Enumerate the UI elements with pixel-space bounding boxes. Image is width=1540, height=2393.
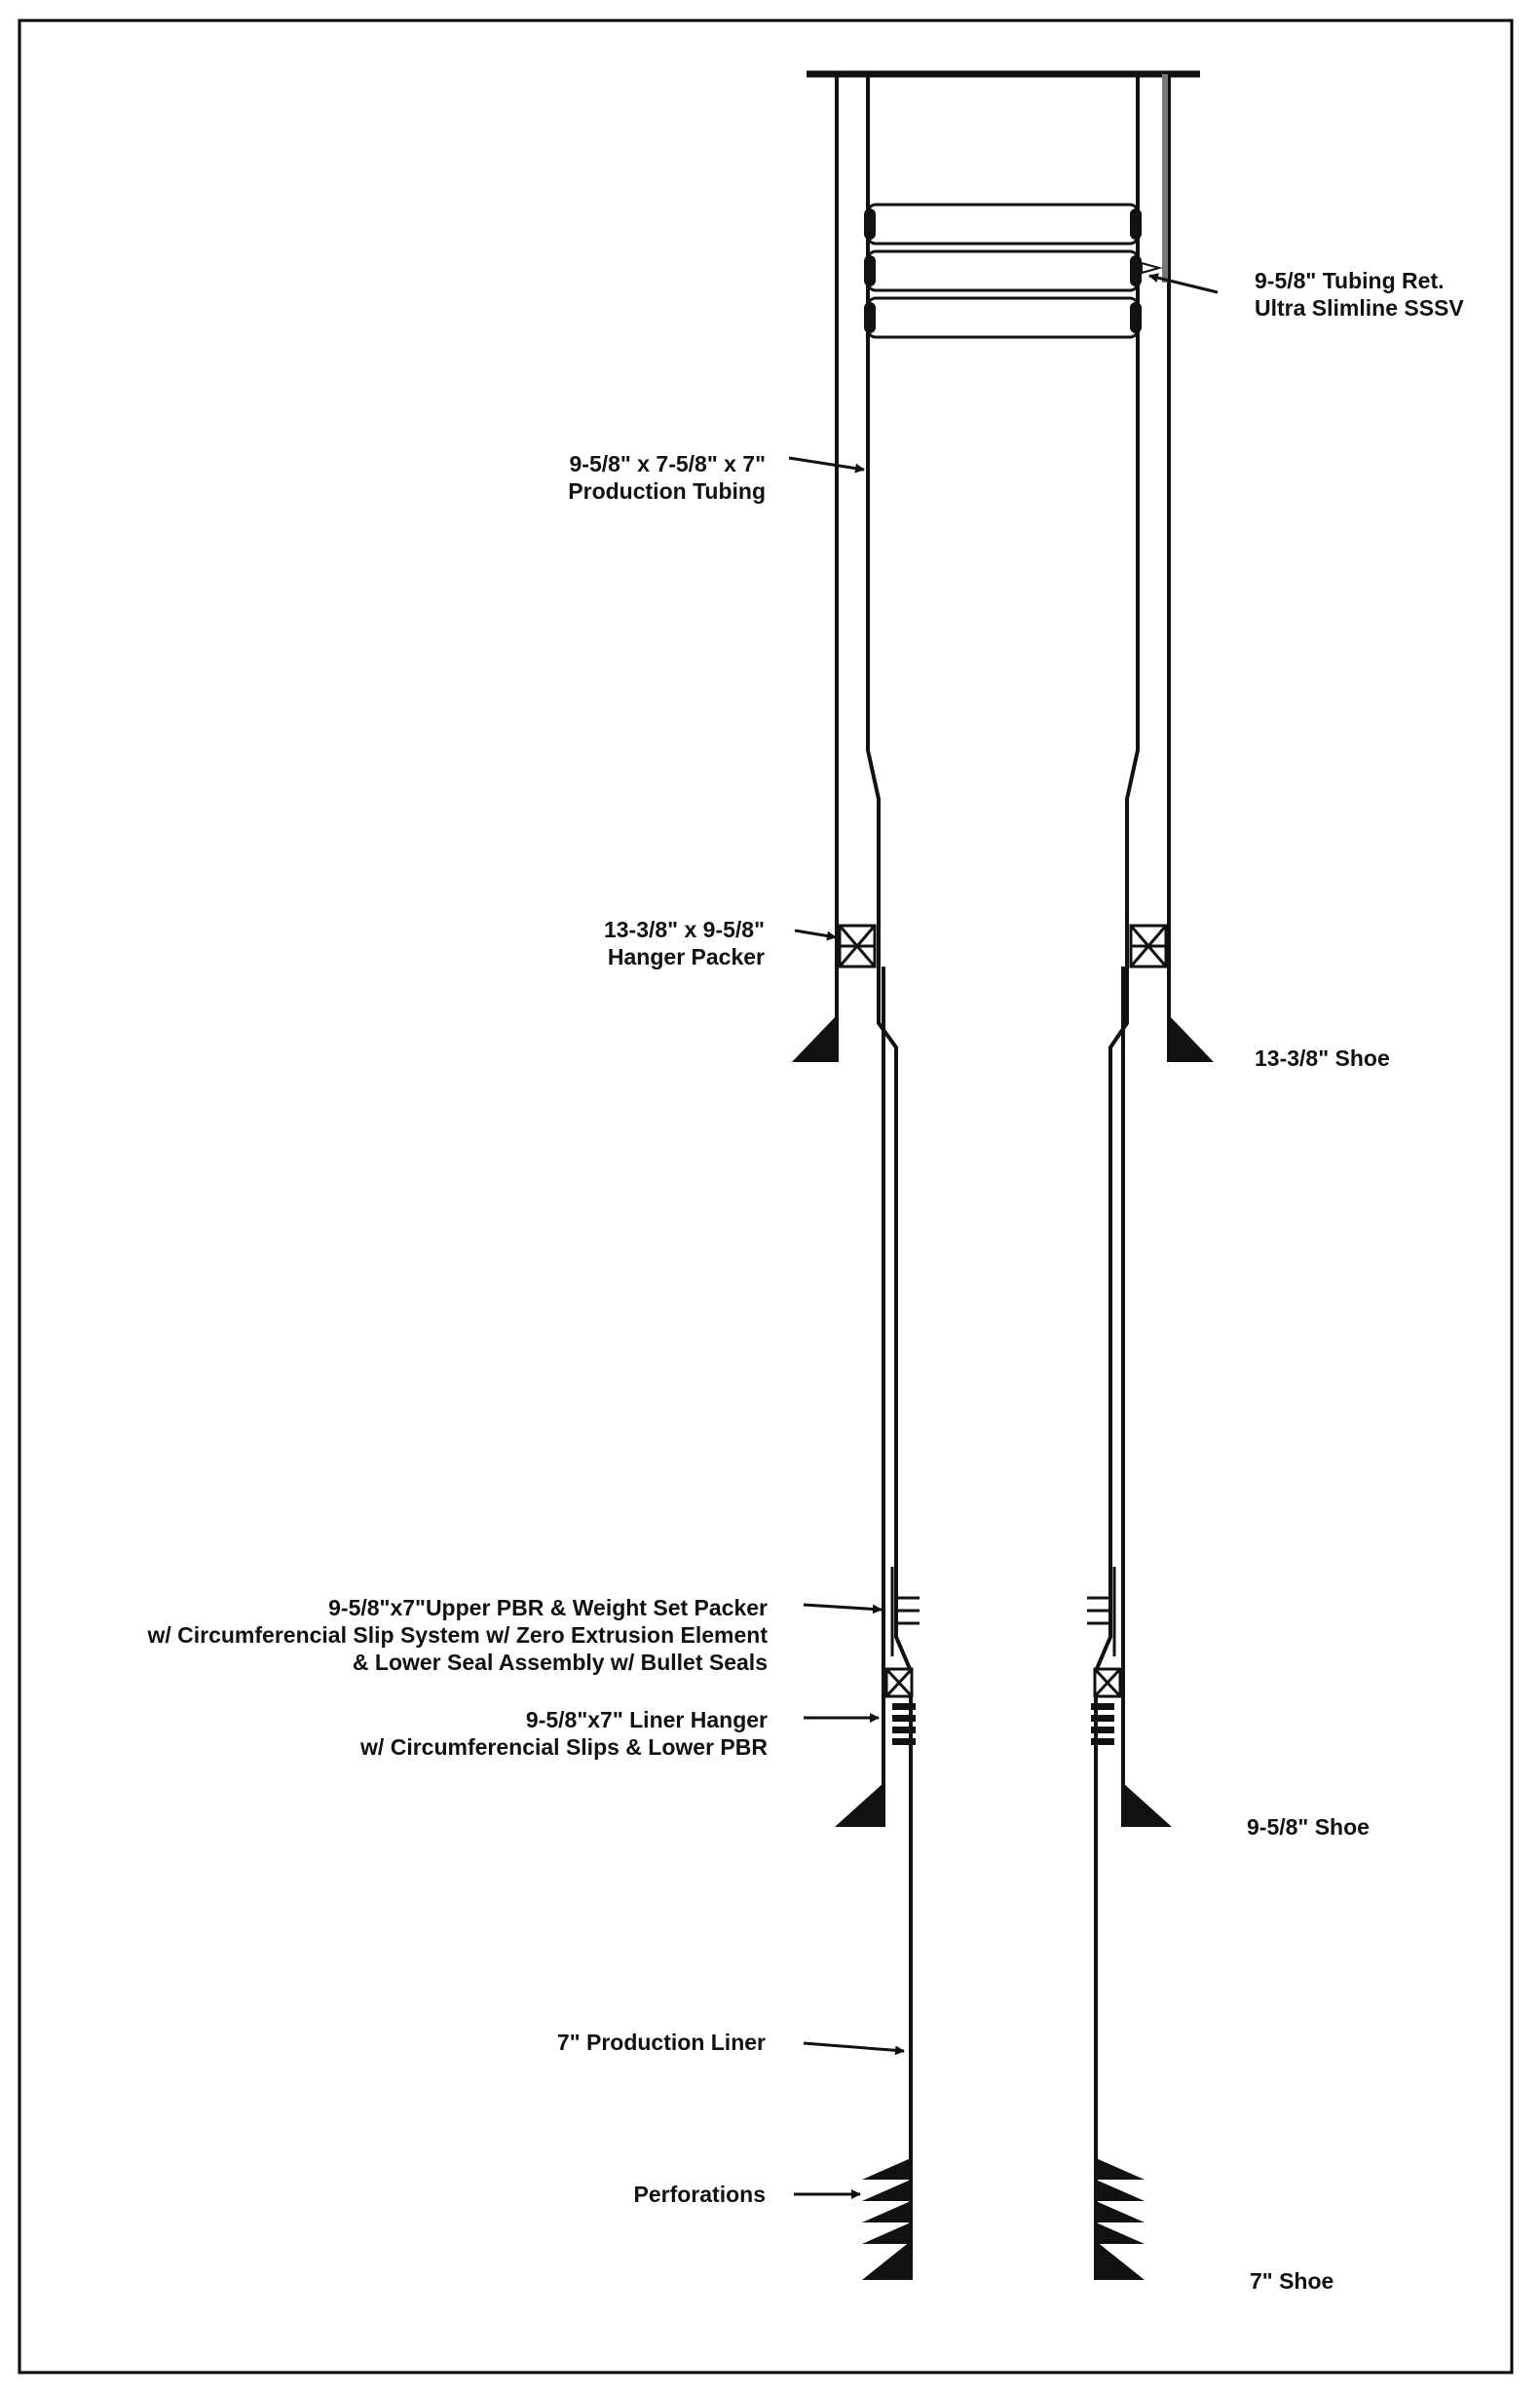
liner-hanger [884,1667,1122,1698]
arrow-tubing [788,456,865,474]
label-production-liner: 7" Production Liner [557,2030,766,2055]
label-hanger-packer-line2: Hanger Packer [608,944,765,969]
sssv-seals [864,209,1142,333]
label-upper-pbr-line2: w/ Circumferencial Slip System w/ Zero E… [146,1622,768,1648]
label-tubing-line2: Production Tubing [568,478,766,504]
sssv-port [1141,261,1163,275]
production-liner-7 [894,1617,1112,2280]
label-perforations: Perforations [634,2182,766,2207]
label-shoe-13-3-8: 13-3/8" Shoe [1255,1045,1390,1071]
liner-hanger-slips [892,1703,1114,1745]
label-upper-pbr-line1: 9-5/8"x7"Upper PBR & Weight Set Packer [328,1595,768,1620]
label-liner-hanger-line2: w/ Circumferencial Slips & Lower PBR [359,1734,768,1760]
pointer-arrows [788,273,1219,2199]
arrow-hanger-packer [794,929,837,941]
hanger-packer [838,924,1168,969]
perforations-marks [862,2158,1145,2244]
label-upper-pbr-line3: & Lower Seal Assembly w/ Bullet Seals [353,1650,768,1675]
label-liner-hanger-line1: 9-5/8"x7" Liner Hanger [526,1707,768,1732]
arrow-liner [803,2041,905,2056]
arrow-upper-pbr [803,1603,883,1614]
upper-pbr-packer [890,1567,1116,1656]
label-sssv-line2: Ultra Slimline SSSV [1255,295,1464,321]
shoe-7-marks [862,2241,1145,2280]
shoe-9-5-8-marks [835,1783,1172,1827]
label-shoe-9-5-8: 9-5/8" Shoe [1247,1814,1370,1840]
casing-13-3-8 [835,74,1171,1062]
label-sssv-line1: 9-5/8" Tubing Ret. [1255,268,1445,293]
label-shoe-7: 7" Shoe [1250,2268,1333,2294]
label-tubing-line1: 9-5/8" x 7-5/8" x 7" [570,451,767,476]
frame-border [18,19,1514,2374]
label-hanger-packer-line1: 13-3/8" x 9-5/8" [604,917,765,942]
shoe-13-3-8-marks [792,1015,1214,1062]
sssv [866,203,1140,339]
production-tubing [866,74,1140,1617]
casing-9-5-8 [882,967,1125,1827]
arrow-sssv [1148,273,1219,294]
